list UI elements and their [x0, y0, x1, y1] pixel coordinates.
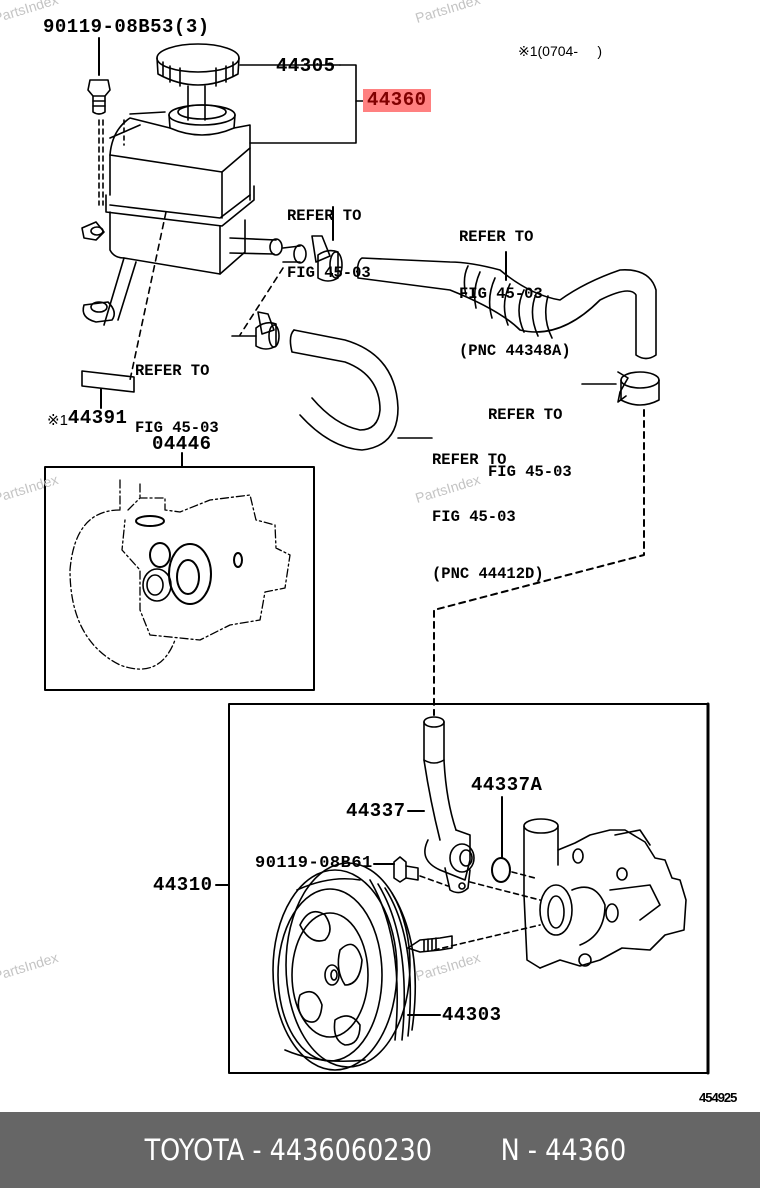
part-info-footer: TOYOTA - 4436060230 N - 44360 [0, 1112, 760, 1188]
ref-hose-upper[interactable]: REFER TO FIG 45-03 (PNC 44348A) [459, 190, 571, 399]
diagram-linework [44, 37, 710, 1075]
lower-clamp-drawing [231, 311, 280, 350]
label-oring-44337a[interactable]: 44337A [471, 774, 543, 796]
ref-line: FIG 45-03 [459, 285, 543, 303]
label-pump-assy-44310[interactable]: 44310 [153, 874, 213, 896]
ref-line: (PNC 44348A) [459, 342, 571, 360]
label-pulley-44303[interactable]: 44303 [442, 1004, 502, 1026]
ref-line: REFER TO [135, 362, 210, 380]
parts-diagram: 90119-08B53(3) 44305 44360 ※1(0704- ) RE… [0, 0, 738, 1105]
upper-hose-drawing [356, 251, 657, 360]
pump-assembly-box [215, 702, 710, 1075]
note-applicability: ※1(0704- ) [518, 43, 603, 59]
illustration-id: 454925 [699, 1090, 737, 1105]
label-gasket-kit-04446[interactable]: 04446 [152, 433, 212, 455]
ref-line: FIG 45-03 [488, 463, 572, 481]
ref-line: REFER TO [432, 451, 507, 469]
label-plate-44391[interactable]: ※1 44391 [47, 407, 128, 429]
ref-hose-lower[interactable]: REFER TO FIG 45-03 (PNC 44412D) [432, 413, 544, 622]
note-marker: ※1 [47, 412, 68, 429]
pnc-code: N - 44360 [500, 1133, 627, 1167]
ref-line: FIG 45-03 [135, 419, 219, 437]
label-union-44337[interactable]: 44337 [346, 800, 406, 822]
upper-clamp-drawing [311, 206, 343, 282]
gasket-kit-box [44, 452, 315, 691]
plate-part-number: 44391 [67, 407, 128, 429]
label-bolt-90119-08b61[interactable]: 90119-08B61 [255, 854, 373, 873]
ref-clamp-right[interactable]: REFER TO FIG 45-03 [488, 368, 572, 520]
label-cap-44305[interactable]: 44305 [276, 55, 336, 77]
ref-line: FIG 45-03 [287, 264, 371, 282]
plate-drawing [81, 370, 135, 409]
ref-line: REFER TO [488, 406, 563, 424]
ref-line: (PNC 44412D) [432, 565, 544, 583]
label-reservoir-44360-highlighted[interactable]: 44360 [363, 89, 431, 112]
lower-hose-drawing [289, 329, 433, 451]
reservoir-bolt-drawing [87, 37, 111, 206]
reservoir-cap-drawing [156, 43, 341, 121]
reservoir-tank-drawing [81, 104, 307, 381]
reservoir-callout-bracket [249, 64, 365, 144]
right-clamp-drawing [433, 371, 660, 716]
brand-part-number: TOYOTA - 4436060230 [144, 1133, 433, 1167]
label-bolt-90119-08b53[interactable]: 90119-08B53(3) [43, 16, 210, 38]
ref-line: REFER TO [459, 228, 534, 246]
ref-line: FIG 45-03 [432, 508, 516, 526]
ref-clamp-upper[interactable]: REFER TO FIG 45-03 [287, 169, 371, 321]
ref-clamp-lower[interactable]: REFER TO FIG 45-03 [135, 324, 219, 476]
ref-line: REFER TO [287, 207, 362, 225]
